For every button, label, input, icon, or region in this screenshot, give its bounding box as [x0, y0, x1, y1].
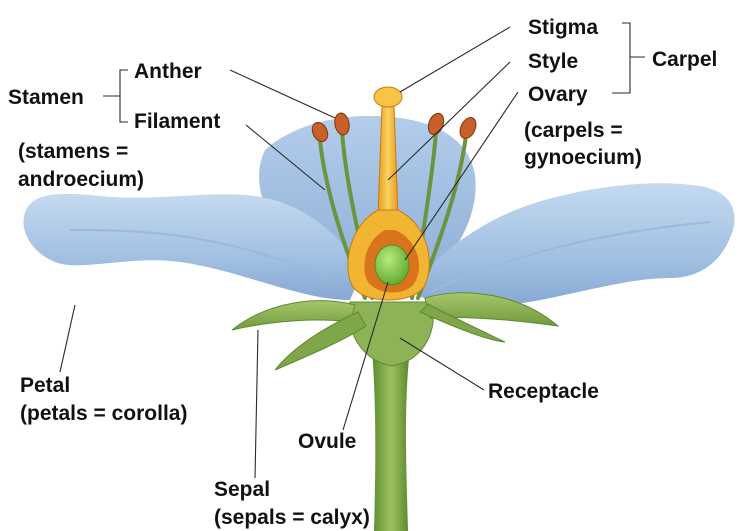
stigma-label: Stigma	[528, 16, 598, 39]
carpel-label: Carpel	[652, 48, 717, 71]
stamens-note-line2: androecium)	[18, 168, 144, 191]
stamens-note-line1: (stamens =	[18, 140, 128, 163]
petals-note: (petals = corolla)	[20, 402, 187, 425]
style-label: Style	[528, 50, 578, 73]
carpels-note-line1: (carpels =	[524, 119, 623, 142]
carpel-bracket	[612, 23, 645, 93]
ovary-label: Ovary	[528, 83, 588, 106]
stem	[372, 350, 410, 531]
filament-label: Filament	[134, 110, 220, 133]
petal-label: Petal	[20, 374, 70, 397]
ovule-label: Ovule	[298, 430, 356, 453]
stamen-bracket	[103, 70, 128, 122]
anther-label: Anther	[134, 60, 202, 83]
carpels-note-line2: gynoecium)	[524, 146, 642, 169]
ovule-shape	[375, 245, 409, 285]
style	[378, 105, 398, 215]
stigma-shape	[374, 87, 402, 107]
stamen-label: Stamen	[8, 86, 84, 109]
sepals-note: (sepals = calyx)	[214, 506, 370, 529]
sepal-label: Sepal	[214, 478, 270, 501]
receptacle-label: Receptacle	[488, 380, 599, 403]
